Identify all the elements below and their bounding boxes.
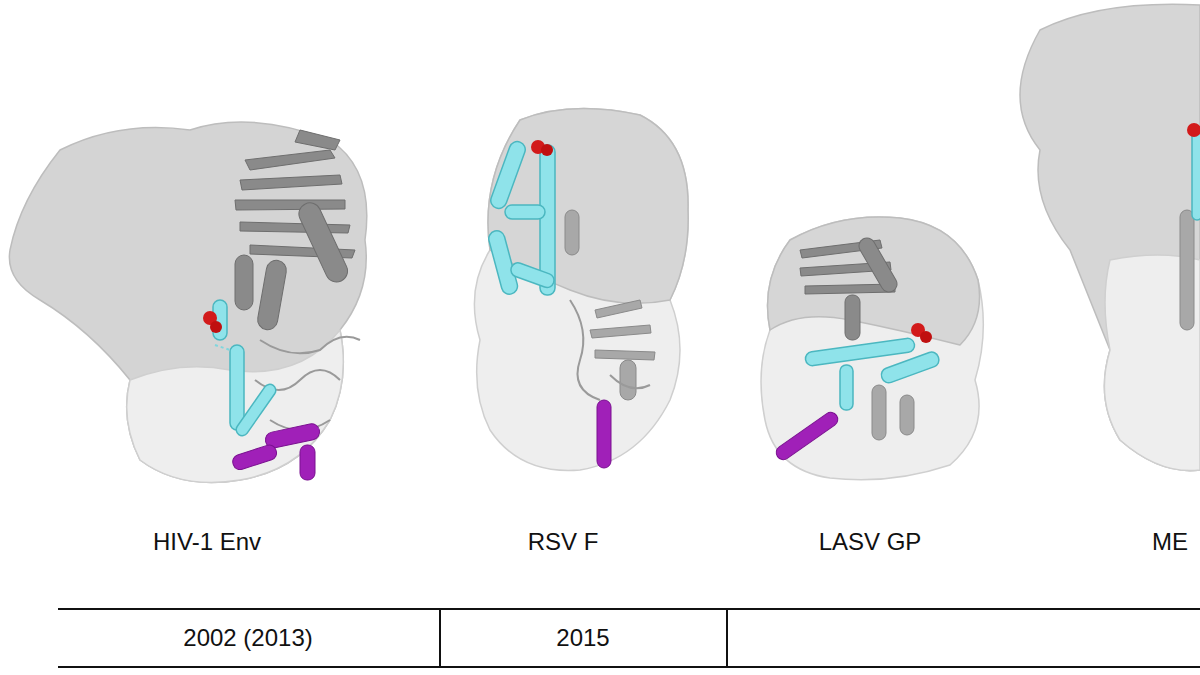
structure-label: RSV F	[528, 529, 599, 555]
structure-label: ME	[1152, 529, 1188, 555]
hiv-env-structure	[9, 122, 366, 483]
mers-s-structure	[1020, 4, 1200, 470]
structure-label: LASV GP	[819, 529, 922, 555]
year-cell: 2002 (2013)	[183, 625, 312, 651]
year-cell: 2015	[556, 625, 609, 651]
timeline-rules	[58, 609, 1200, 667]
lasv-gp-structure	[761, 217, 983, 480]
structure-label: HIV-1 Env	[153, 529, 261, 555]
rsv-f-structure	[474, 109, 688, 471]
